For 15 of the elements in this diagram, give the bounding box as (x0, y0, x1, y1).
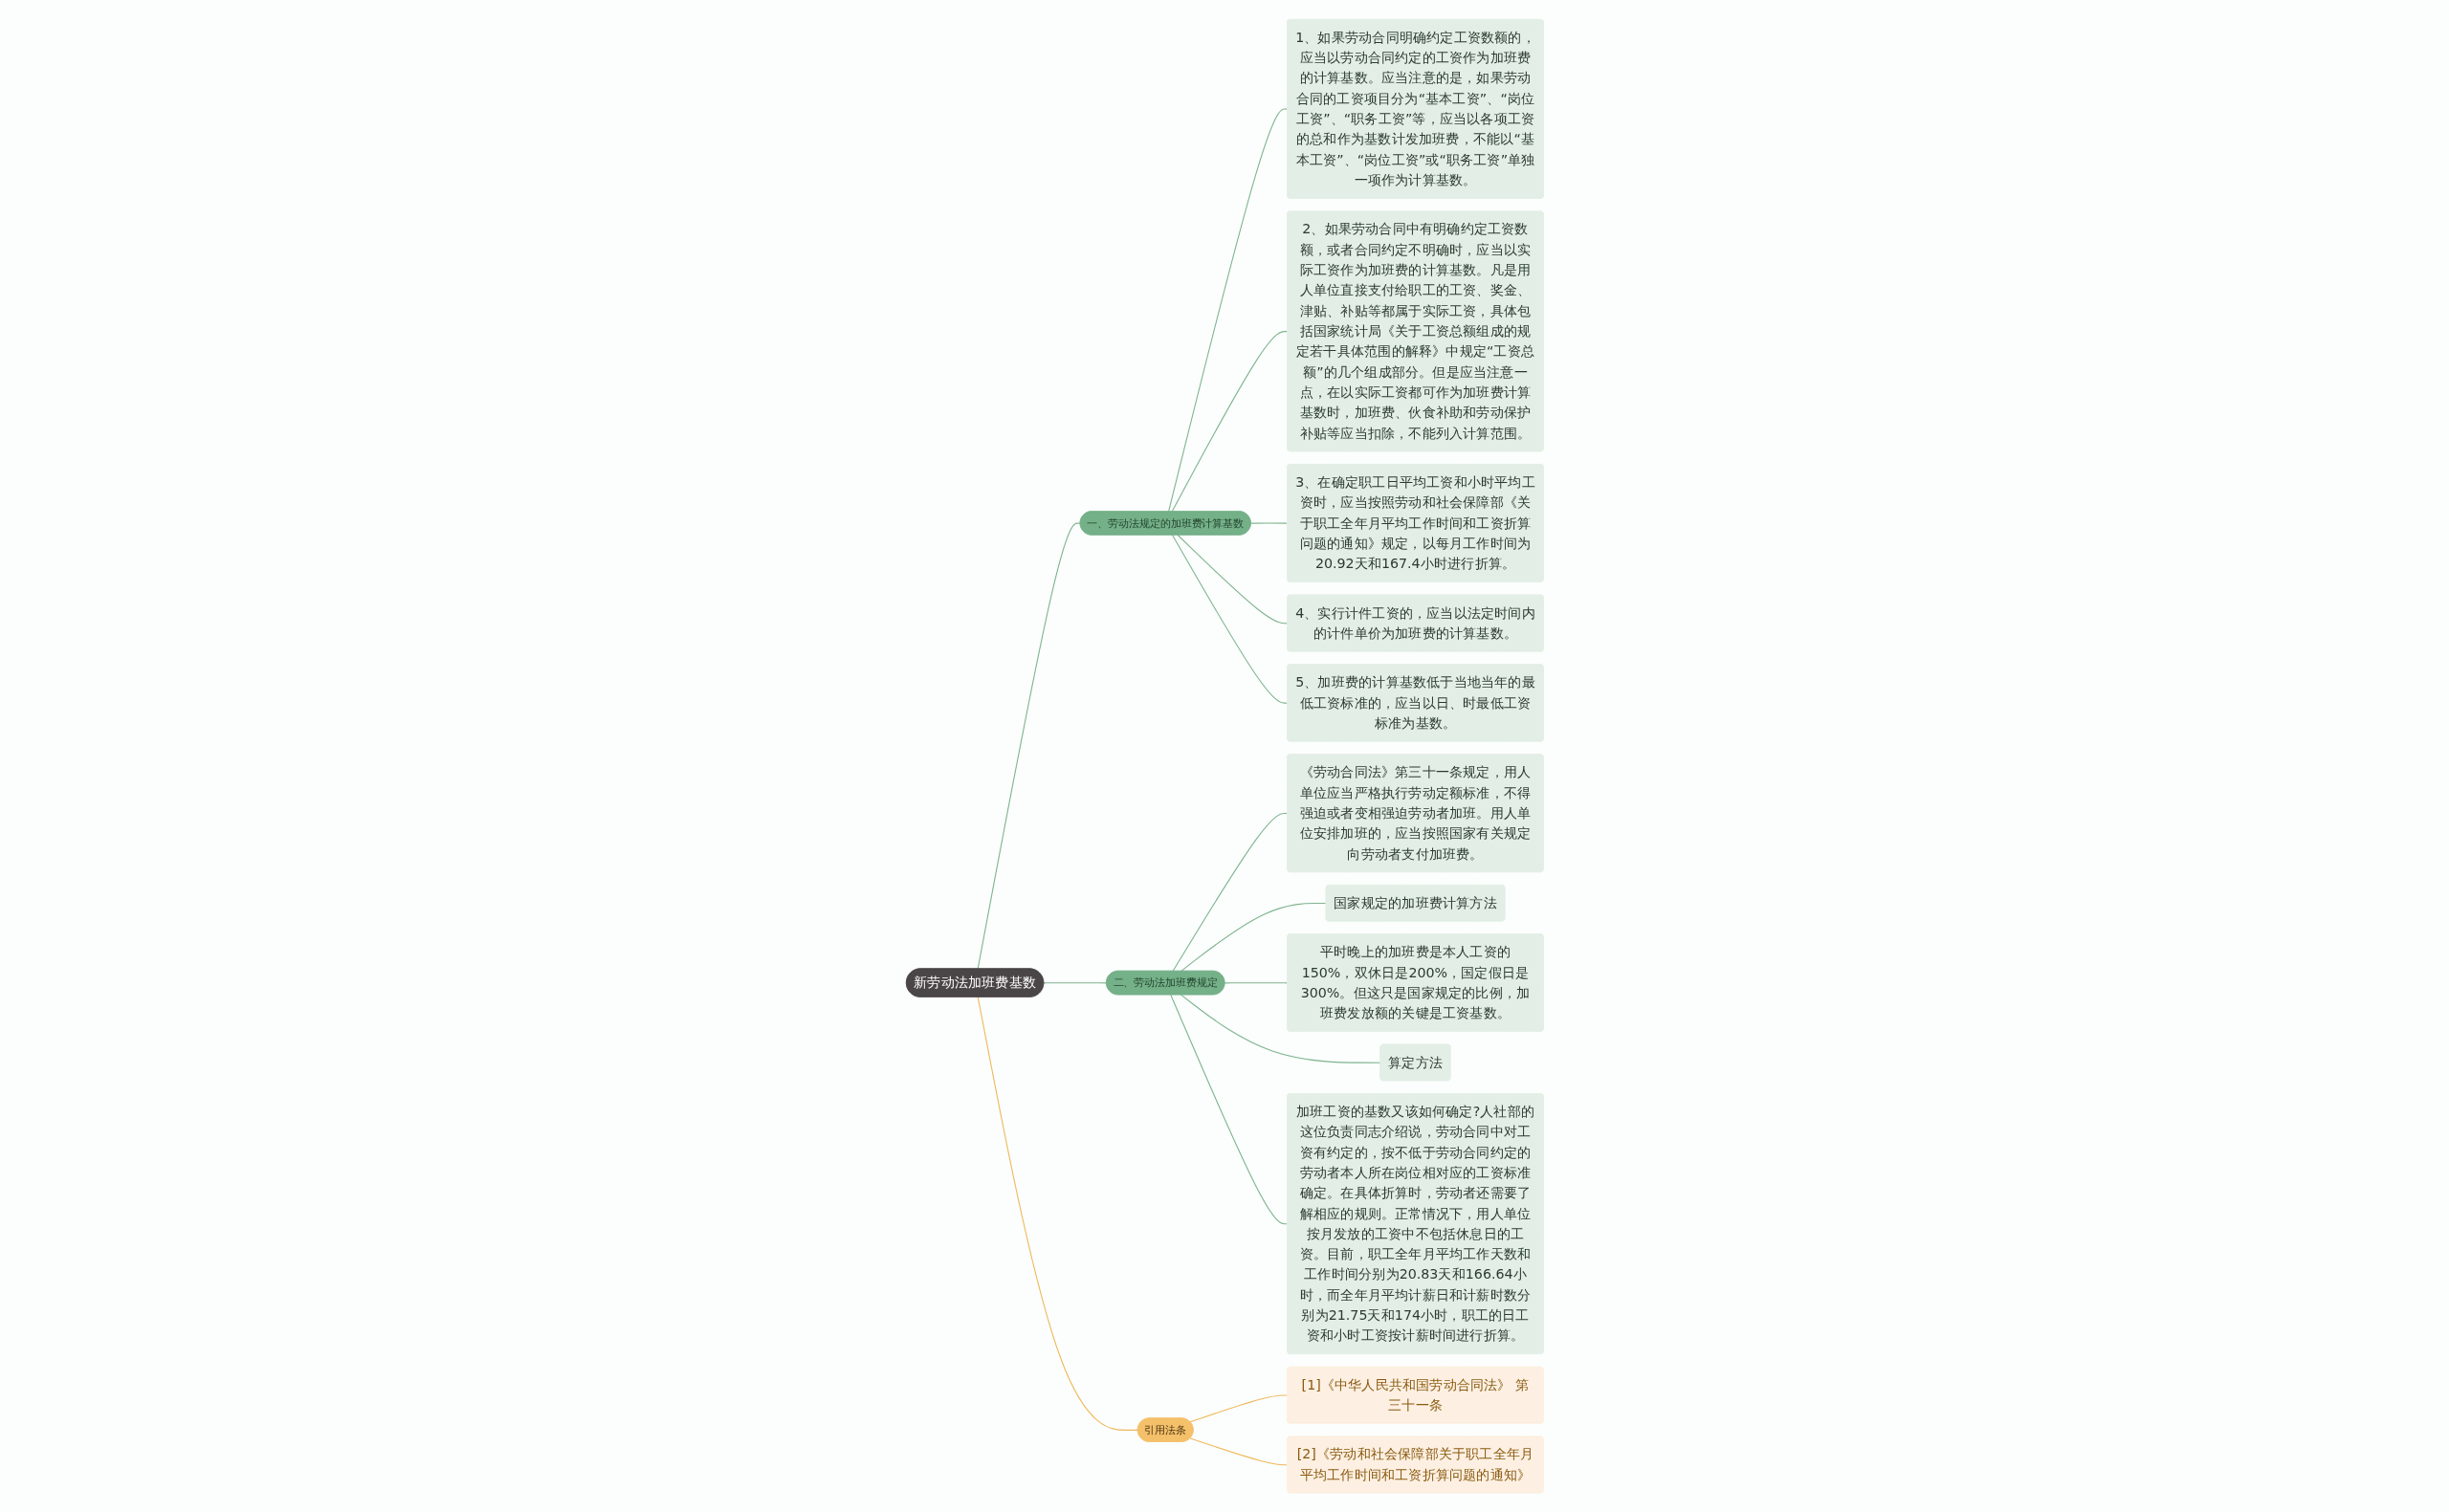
connector (977, 522, 1081, 970)
connector (1180, 902, 1327, 972)
connector (1169, 994, 1289, 1225)
connector (1043, 981, 1107, 984)
connector (977, 996, 1138, 1431)
connector (1224, 981, 1289, 984)
connector (1172, 812, 1289, 972)
connector (1189, 1437, 1289, 1466)
connector (1180, 994, 1381, 1063)
connector (1189, 1394, 1289, 1423)
connector (1167, 108, 1289, 513)
connector (1177, 534, 1289, 625)
connector (1171, 330, 1289, 513)
connector (1171, 534, 1289, 704)
connector (1249, 522, 1289, 524)
